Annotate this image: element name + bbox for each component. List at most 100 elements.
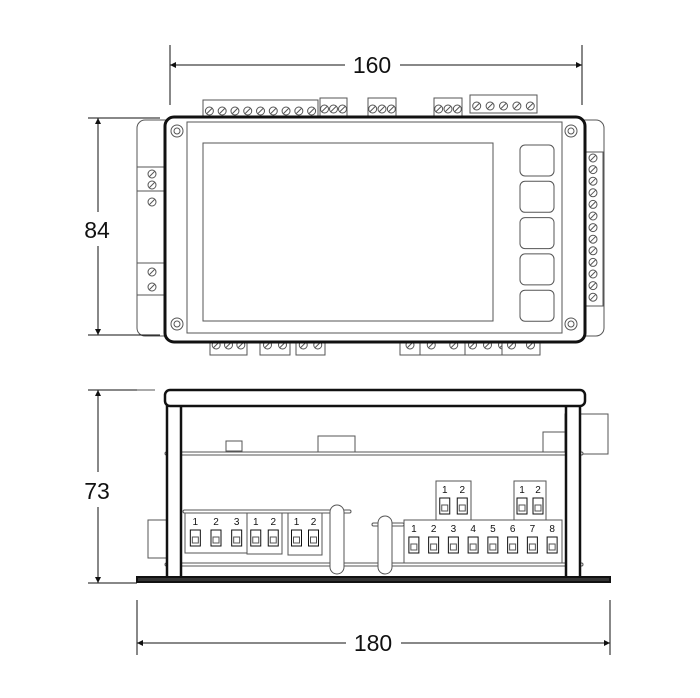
dip-switch-number: 2 — [535, 485, 541, 496]
dip-switch-knob — [252, 536, 260, 544]
dip-switch-knob — [269, 536, 277, 544]
screw-slot — [378, 105, 386, 113]
screw-slot — [330, 105, 337, 113]
screw-slot — [321, 105, 328, 113]
keypad-button — [519, 289, 555, 322]
standoff — [329, 504, 345, 575]
screw-slot — [589, 259, 597, 266]
dip-switch-knob — [518, 504, 526, 512]
dip-switch-number: 3 — [234, 517, 240, 528]
screw-slot — [486, 102, 494, 110]
dip-switch-number: 1 — [411, 524, 417, 535]
dip-switch-number: 1 — [519, 485, 525, 496]
screw-slot — [589, 247, 597, 255]
dip-switch-knob — [469, 543, 477, 551]
screw-head — [567, 127, 575, 135]
screw-slot — [148, 181, 156, 189]
right-post — [564, 403, 582, 580]
dip-switch-knob — [233, 536, 241, 544]
mounting-screw-icon — [564, 124, 578, 138]
screw-slot — [269, 107, 277, 115]
screw-slot — [589, 166, 597, 173]
screw-slot — [369, 105, 377, 113]
arrowhead-icon — [604, 640, 610, 646]
dim-side-width: 180 — [354, 630, 392, 656]
arrowhead-icon — [95, 577, 101, 583]
pcb-component — [542, 431, 566, 453]
keypad-button — [519, 144, 555, 177]
dip-switch-number: 4 — [470, 524, 476, 535]
dip-switch-number: 7 — [530, 524, 536, 535]
screw-slot — [589, 201, 597, 208]
screw-head — [173, 127, 181, 135]
dip-switch-number: 6 — [510, 524, 516, 535]
arrowhead-icon — [95, 118, 101, 124]
screw-slot — [589, 212, 597, 220]
screw-slot — [589, 282, 597, 289]
dip-switch-number: 2 — [213, 517, 219, 528]
screw-head — [567, 320, 575, 328]
mounting-screw-icon — [170, 124, 184, 138]
pcb-lower — [164, 562, 584, 567]
dip-switch-number: 1 — [442, 485, 448, 496]
keypad-button — [519, 180, 555, 213]
screw-slot — [513, 102, 521, 110]
screw-slot — [473, 102, 481, 110]
screw-slot — [589, 270, 597, 278]
screw-slot — [295, 107, 303, 115]
dip-switch-knob — [534, 504, 542, 512]
screw-slot — [526, 102, 534, 110]
dip-switch-number: 8 — [549, 524, 555, 535]
screw-slot — [148, 283, 156, 291]
side-view — [136, 388, 611, 583]
screw-slot — [589, 154, 597, 162]
screw-slot — [308, 107, 315, 115]
front-bezel-side — [163, 388, 587, 408]
screw-slot — [589, 235, 597, 243]
screw-slot — [589, 177, 597, 185]
top-view — [136, 94, 605, 356]
screw-slot — [231, 107, 239, 115]
dip-switch-knob — [293, 536, 300, 544]
screw-slot — [500, 102, 507, 110]
screw-slot — [218, 107, 226, 115]
base-plate — [136, 576, 611, 583]
dip-switch-number: 3 — [451, 524, 457, 535]
dimension-lines — [88, 45, 611, 655]
dip-switch-knob — [212, 536, 220, 544]
arrowhead-icon — [137, 640, 143, 646]
keypad-button — [519, 253, 555, 286]
dip-switch-knob — [410, 543, 418, 551]
keypad-button — [519, 217, 555, 250]
dip-switch-number: 2 — [459, 485, 465, 496]
screw-slot — [435, 105, 443, 113]
dip-block — [403, 519, 563, 564]
screw-slot — [444, 105, 452, 113]
screw-slot — [148, 170, 156, 178]
dip-switch-knob — [191, 536, 199, 544]
dip-switch-number: 5 — [490, 524, 496, 535]
screw-slot — [589, 189, 597, 197]
dim-top-width: 160 — [353, 52, 391, 78]
screw-slot — [589, 293, 597, 301]
dip-switch-knob — [548, 543, 556, 551]
dip-switch-knob — [509, 543, 517, 551]
pcb-upper — [164, 451, 584, 456]
dip-switch-number: 2 — [270, 517, 276, 528]
standoff — [377, 515, 393, 575]
dim-top-height: 84 — [84, 217, 110, 243]
arrowhead-icon — [95, 390, 101, 396]
dip-switch-number: 1 — [193, 517, 199, 528]
arrowhead-icon — [95, 329, 101, 335]
arrowhead-icon — [576, 62, 582, 68]
screw-slot — [244, 107, 252, 115]
mounting-screw-icon — [564, 317, 578, 331]
dip-switch-knob — [528, 543, 536, 551]
dip-switch-knob — [430, 543, 438, 551]
dim-side-height: 73 — [84, 478, 110, 504]
screw-slot — [453, 105, 461, 113]
dip-switch-knob — [458, 504, 466, 512]
dip-switch-number: 2 — [311, 517, 317, 528]
